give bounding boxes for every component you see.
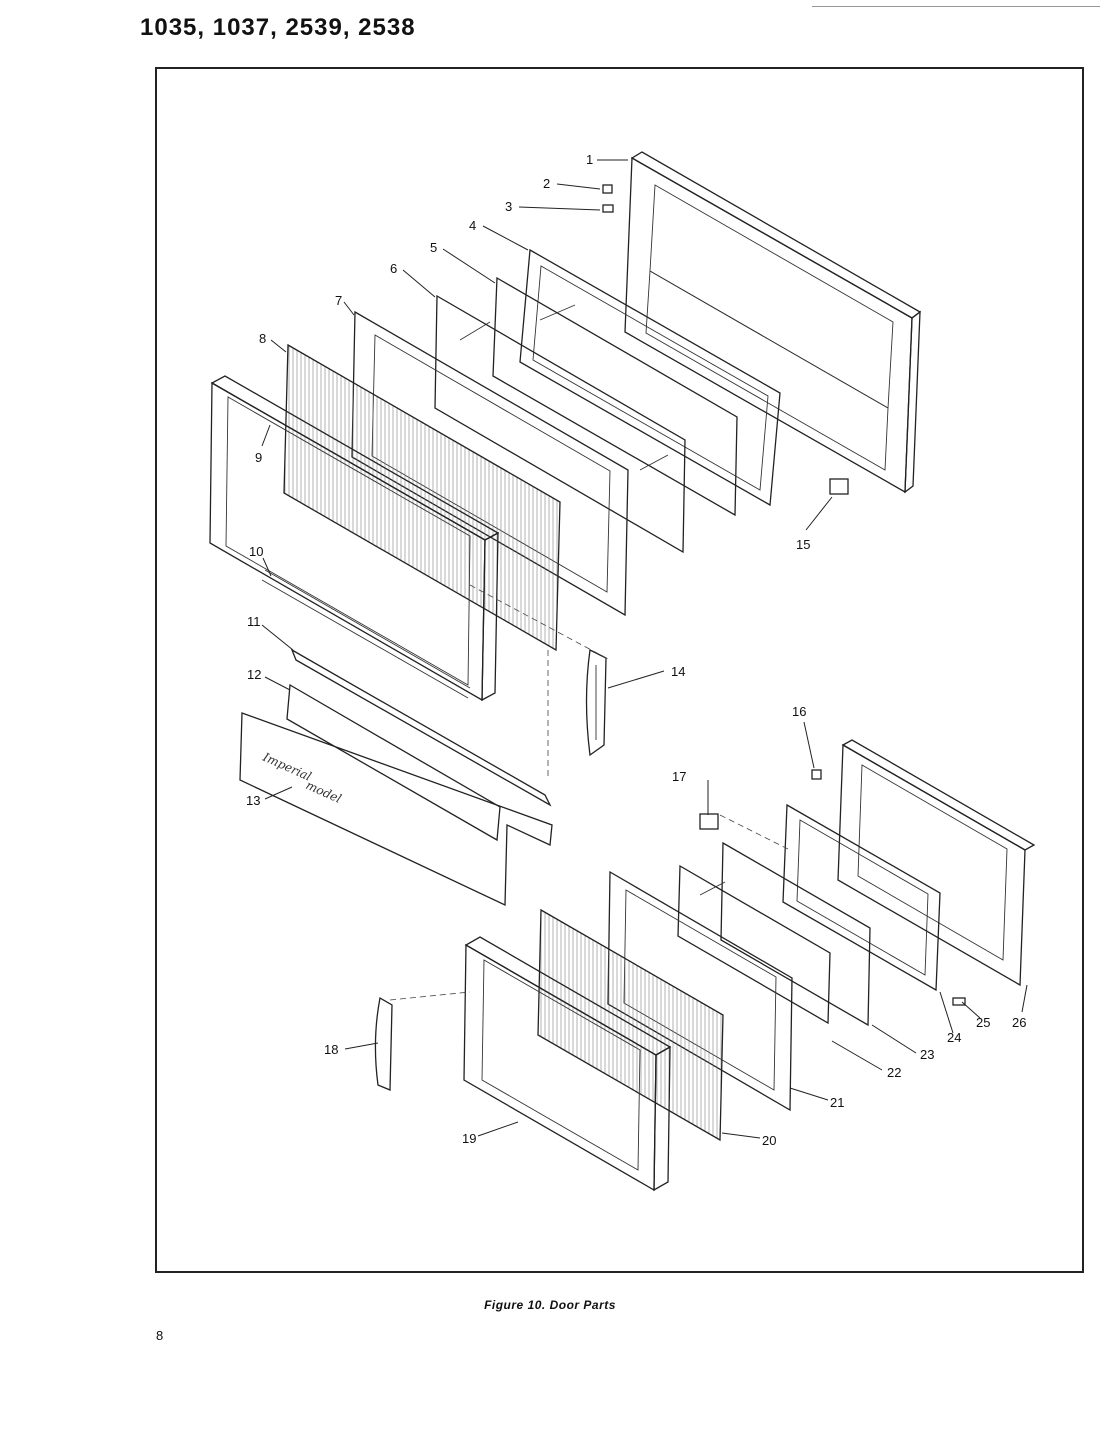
- part-9-outer-door-frame: [209, 375, 500, 702]
- callout-10: 10: [249, 544, 263, 559]
- part-15-hinge-bracket: [829, 478, 849, 495]
- callout-13: 13: [246, 793, 260, 808]
- part-20-insulation-panel: [537, 908, 724, 1142]
- part-19-outer-frame: [463, 936, 672, 1192]
- part-8-insulation-panel: [283, 343, 561, 652]
- callout-labels: 1 2 3 4 5 6 7 8 9 10 11 12 13 14 15 16 1…: [246, 152, 1026, 1148]
- top-rule: [812, 6, 1100, 7]
- callout-15: 15: [796, 537, 810, 552]
- callout-26: 26: [1012, 1015, 1026, 1030]
- part-10-bottom-channel: [261, 569, 471, 699]
- callout-leaders: [261, 159, 1028, 1139]
- callout-11: 11: [247, 614, 261, 629]
- part-26-inner-liner: [837, 739, 1036, 987]
- callout-8: 8: [259, 331, 266, 346]
- nameplate-script-1: Imperial: [260, 750, 314, 784]
- callout-21: 21: [830, 1095, 844, 1110]
- callout-6: 6: [390, 261, 397, 276]
- part-16-clip: [811, 769, 822, 780]
- part-11-trim-strip: [290, 648, 552, 807]
- assembly-lines: [389, 584, 791, 1001]
- callout-17: 17: [672, 769, 686, 784]
- model-numbers-header: 1035, 1037, 2539, 2538: [140, 14, 416, 41]
- callout-7: 7: [335, 293, 342, 308]
- callout-20: 20: [762, 1133, 776, 1148]
- part-14-handle: [585, 649, 607, 757]
- callout-22: 22: [887, 1065, 901, 1080]
- callout-2: 2: [543, 176, 550, 191]
- callout-23: 23: [920, 1047, 934, 1062]
- callout-16: 16: [792, 704, 806, 719]
- callout-19: 19: [462, 1131, 476, 1146]
- figure-caption: Figure 10. Door Parts: [484, 1298, 616, 1312]
- part-1-inner-liner: [624, 151, 922, 494]
- part-12-nameplate-backing: [286, 683, 501, 842]
- callout-5: 5: [430, 240, 437, 255]
- part-23-glass: [720, 841, 871, 1027]
- page-number: 8: [156, 1328, 164, 1343]
- part-2-clip: [602, 184, 613, 194]
- part-3-clip: [602, 204, 614, 213]
- part-6-glass: [434, 294, 686, 554]
- callout-4: 4: [469, 218, 476, 233]
- part-18-handle: [374, 996, 393, 1091]
- callout-14: 14: [671, 664, 685, 679]
- callout-24: 24: [947, 1030, 961, 1045]
- callout-12: 12: [247, 667, 261, 682]
- part-22-glass: [677, 864, 831, 1025]
- callout-3: 3: [505, 199, 512, 214]
- part-17-hinge-bracket: [699, 813, 719, 830]
- part-24-gasket-frame: [782, 803, 941, 992]
- nameplate-script-2: model: [304, 778, 344, 806]
- callout-25: 25: [976, 1015, 990, 1030]
- callout-1: 1: [586, 152, 593, 167]
- part-5-glass: [492, 276, 738, 517]
- callout-9: 9: [255, 450, 262, 465]
- part-13-nameplate: Imperial model: [239, 712, 553, 907]
- part-4-gasket-frame: [519, 248, 781, 507]
- callout-18: 18: [324, 1042, 338, 1057]
- part-25-clip: [952, 997, 966, 1006]
- figure-frame: [155, 67, 1084, 1273]
